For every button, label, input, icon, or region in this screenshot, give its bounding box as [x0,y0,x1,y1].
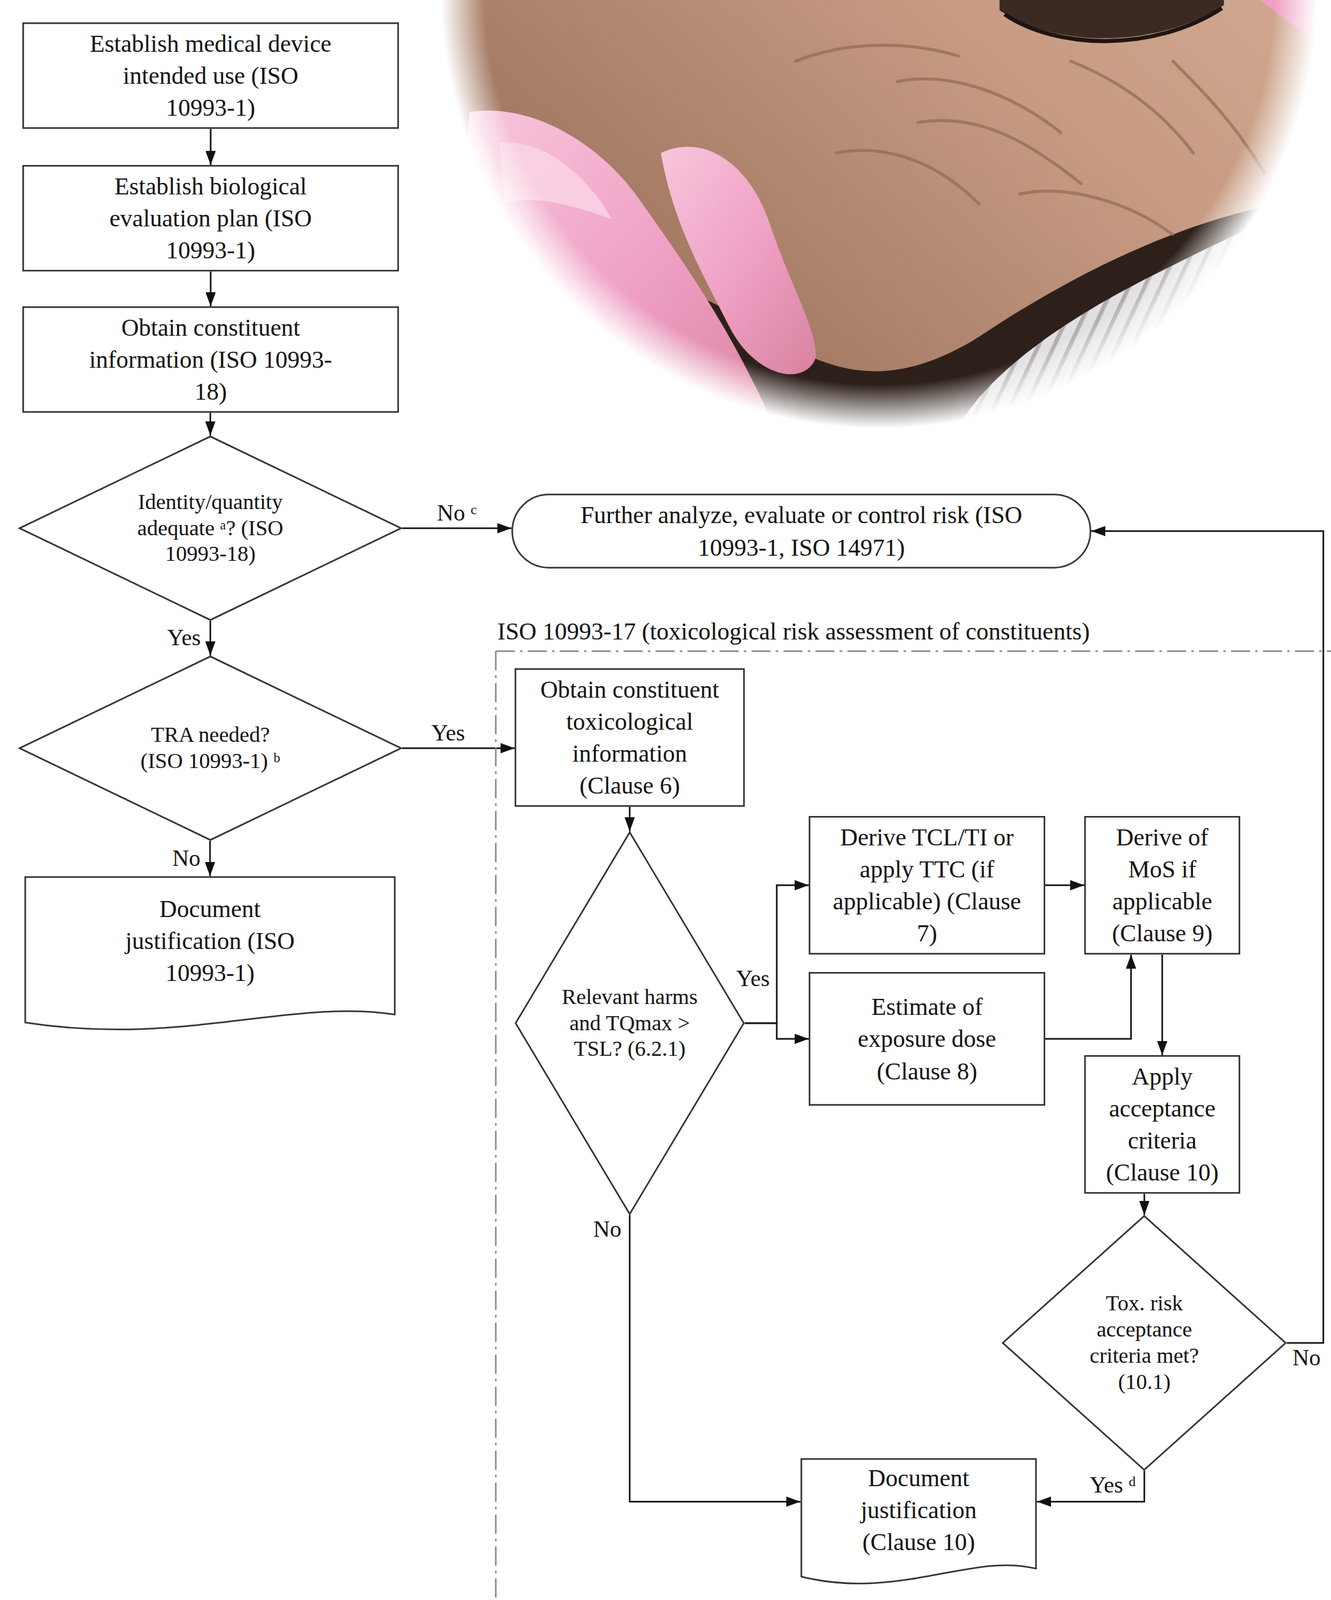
glove-fingertip [1259,0,1331,62]
box-outline [515,668,745,806]
node-text: Document justification (ISO 10993-1) [114,892,307,989]
photo-shadow [407,0,1331,460]
process-box: Apply acceptance criteria (Clause 10) [1084,1054,1241,1194]
node-text: TRA needed? (ISO 10993-1) ᵇ [133,721,288,775]
process-box: Estimate of exposure dose (Clause 8) [808,971,1046,1106]
box-outline [809,816,1045,954]
node-text: Obtain constituent information (ISO 1099… [86,311,336,408]
process-box: Establish medical device intended use (I… [22,22,399,129]
edge-label: No ᶜ [434,501,479,526]
edge-label: No [591,1217,624,1242]
box-outline [23,306,399,412]
decision-diamond: Relevant harms and TQmax > TSL? (6.2.1) [514,831,745,1215]
process-box: Derive TCL/TI or apply TTC (if applicabl… [808,815,1046,955]
node-outline [1001,1214,1287,1471]
photo-content [407,0,1331,460]
node-text: Obtain constituent toxicological informa… [533,673,726,802]
flow-arrow [629,806,631,832]
diamond-outline [1003,1215,1287,1470]
terminal-outline [512,494,1091,568]
flow-arrow [209,128,212,165]
edge-label: Yes [165,625,203,651]
document-outline [801,1458,1037,1584]
region-border [494,650,497,1600]
decision-diamond: TRA needed? (ISO 10993-1) ᵇ [18,655,403,841]
region-heading: ISO 10993-17 (toxicological risk assessm… [494,614,1090,647]
node-text: Identity/quantity adequate ᵃ? (ISO 10993… [117,489,304,568]
process-box: Obtain constituent toxicological informa… [514,668,745,807]
node-text: Relevant harms and TQmax > TSL? (6.2.1) [559,983,701,1062]
node-text: Estimate of exposure dose (Clause 8) [831,990,1023,1087]
flow-arrow [209,840,211,876]
flow-arrow [1045,954,1131,1039]
process-box: Establish biological evaluation plan (IS… [22,164,399,272]
decision-diamond: Identity/quantity adequate ᵃ? (ISO 10993… [18,435,403,621]
flow-arrow [402,527,512,530]
flow-arrow [402,747,515,750]
edge-label: No [170,846,203,871]
flow-arrow [209,620,212,656]
document-shape: Document justification (ISO 10993-1) [24,875,396,1036]
hair-cap [948,193,1331,449]
glove-finger [661,146,817,374]
node-text: Apply acceptance criteria (Clause 10) [1098,1059,1227,1189]
box-outline [1084,816,1240,954]
node-text: Establish biological evaluation plan (IS… [86,170,336,266]
node-text: Tox. risk acceptance criteria met? (10.1… [1070,1290,1218,1395]
flow-arrow [744,1022,809,1039]
eye [999,0,1224,39]
eyelash [1004,8,1222,41]
glove-highlight [499,142,612,220]
edge-label: Yes [734,966,772,991]
flow-arrow [1143,1193,1146,1215]
flow-arrow [744,884,809,1023]
decision-diamond: Tox. risk acceptance criteria met? (10.1… [1001,1214,1287,1471]
node-text: Derive of MoS if applicable (Clause 9) [1098,820,1227,950]
box-outline [1084,1055,1240,1193]
flow-arrow [629,1214,801,1502]
edge-label: Yes [429,721,467,746]
scope-region: ISO 10993-17 (toxicological risk assessm… [494,614,1331,1600]
wrinkles [795,45,1265,235]
document-shape: Document justification (Clause 10) [800,1457,1037,1590]
process-box: Obtain constituent information (ISO 1099… [22,306,399,413]
diamond-outline [19,436,402,621]
diamond-outline [19,656,402,841]
flow-arrow [1045,884,1085,887]
flow-arrow [209,271,212,307]
node-text: Document justification (Clause 10) [822,1461,1015,1558]
flow-arrow [1161,954,1164,1055]
document-outline [25,877,396,1030]
region-border [496,650,1331,653]
diamond-outline [515,832,745,1215]
box-outline [809,972,1045,1105]
flow-arrow [1036,1470,1145,1502]
edge-label: Yes ᵈ [1087,1472,1138,1498]
flow-arrow [1091,531,1324,1344]
box-outline [23,165,399,271]
process-box: Derive of MoS if applicable (Clause 9) [1084,815,1241,955]
box-outline [23,23,399,128]
node-text: Establish medical device intended use (I… [86,27,336,124]
terminal-box: Further analyze, evaluate or control ris… [511,493,1092,569]
flow-arrow [209,412,212,436]
node-text: Derive TCL/TI or apply TTC (if applicabl… [831,820,1023,950]
node-text: Further analyze, evaluate or control ris… [552,498,1051,563]
node-outline [18,655,403,841]
edge-label: No [1290,1345,1323,1370]
